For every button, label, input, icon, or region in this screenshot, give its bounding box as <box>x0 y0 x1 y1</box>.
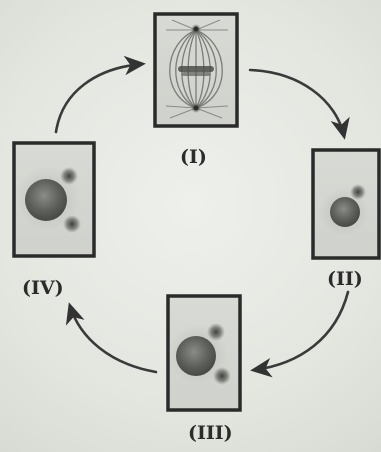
arrow-iii-to-iv <box>65 302 158 374</box>
chromosomes <box>178 66 214 76</box>
arrow-iv-to-i <box>54 55 146 134</box>
centrosome-a <box>60 167 78 185</box>
panel-iii <box>166 294 242 412</box>
centrosome-a <box>207 323 225 341</box>
panel-iv-label: (IV) <box>22 277 64 299</box>
centriole-top <box>193 26 199 32</box>
panel-ii-label: (II) <box>327 268 363 290</box>
nucleus <box>330 197 360 227</box>
centrosome-b <box>63 215 81 233</box>
arrow-ii-to-iii <box>250 290 350 378</box>
panel-i-label: (I) <box>180 146 207 168</box>
panel-iii-label: (III) <box>188 422 233 444</box>
centrosome-b <box>213 367 231 385</box>
panel-ii <box>311 148 381 260</box>
centrosome <box>350 184 366 200</box>
arrow-i-to-ii <box>248 68 350 140</box>
nucleus <box>176 336 216 376</box>
centriole-bottom <box>193 105 199 111</box>
nucleus <box>25 179 67 221</box>
cycle-arrows <box>54 55 350 378</box>
panel-i <box>153 12 239 128</box>
panel-iv <box>12 141 96 258</box>
